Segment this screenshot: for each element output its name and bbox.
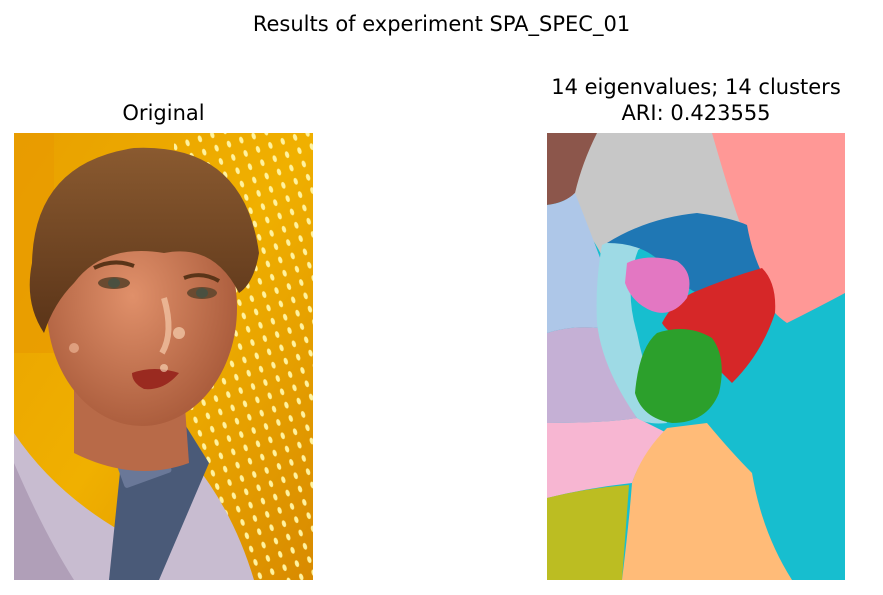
portrait-photo: [14, 133, 313, 580]
cluster-green: [635, 329, 722, 423]
original-image: [14, 133, 313, 580]
cluster-olive: [547, 485, 629, 580]
cluster-salmon: [707, 133, 845, 323]
cluster-light-cyan: [596, 237, 667, 424]
cluster-pink: [625, 257, 690, 313]
segmentation-panel-title: 14 eigenvalues; 14 clusters ARI: 0.42355…: [520, 74, 872, 126]
segmentation-title-line1: 14 eigenvalues; 14 clusters: [551, 75, 841, 99]
segmentation-title-line2: ARI: 0.423555: [621, 101, 771, 125]
segmentation-image: [547, 133, 845, 580]
cluster-brown: [547, 133, 597, 205]
cluster-gray: [565, 133, 742, 273]
segmentation-map: [547, 133, 845, 580]
cluster-light-pink: [547, 418, 667, 498]
figure-suptitle: Results of experiment SPA_SPEC_01: [252, 12, 631, 36]
original-panel-title: Original: [122, 101, 205, 125]
cluster-light-blue: [547, 193, 602, 333]
cluster-red: [662, 268, 776, 383]
cluster-lavender: [547, 327, 637, 423]
cluster-peach: [622, 423, 792, 580]
cluster-blue: [607, 213, 762, 293]
